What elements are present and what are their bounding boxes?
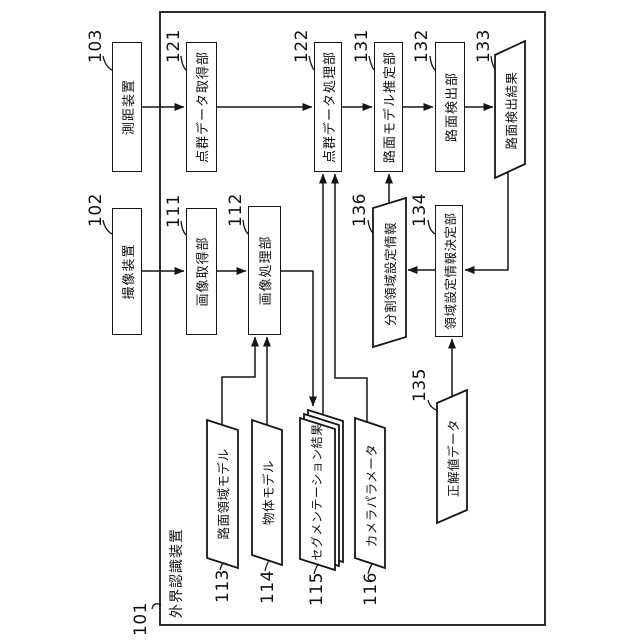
label-camera-parameter: カメラパラメータ bbox=[363, 443, 379, 548]
leader-lines bbox=[102, 55, 496, 610]
ref-114: 114 bbox=[258, 570, 278, 604]
ref-136: 136 bbox=[350, 193, 370, 227]
block-image-processing: 画像処理部 bbox=[248, 206, 281, 335]
ref-121: 121 bbox=[164, 29, 184, 63]
device-boundary-box bbox=[159, 11, 546, 626]
block-image-acquisition: 画像取得部 bbox=[186, 208, 217, 335]
block-label: 路面検出部 bbox=[444, 72, 460, 143]
arrow-116-to-122 bbox=[331, 173, 368, 422]
shape-segmentation-result-stack bbox=[299, 408, 344, 572]
block-road-detection: 路面検出部 bbox=[435, 42, 465, 172]
ref-102: 102 bbox=[86, 193, 106, 227]
arrow-113-to-112 bbox=[221, 336, 259, 425]
block-label: 画像処理部 bbox=[259, 235, 274, 306]
label-ground-truth-data: 正解値データ bbox=[445, 419, 461, 498]
block-label: 領域設定情報決定部 bbox=[442, 212, 458, 330]
block-ranging-device: 測距装置 bbox=[112, 42, 142, 172]
block-point-cloud-acquisition: 点群データ取得部 bbox=[186, 42, 217, 172]
label-object-model: 物体モデル bbox=[260, 460, 276, 526]
device-boundary-label: 外界認識装置 bbox=[169, 528, 185, 618]
block-label: 測距装置 bbox=[121, 79, 137, 136]
block-point-cloud-processing: 点群データ処理部 bbox=[314, 42, 342, 172]
shape-divided-area-setting-info bbox=[372, 196, 407, 349]
block-label: 撮像装置 bbox=[121, 243, 137, 300]
block-imaging-device: 撮像装置 bbox=[112, 208, 142, 335]
block-label: 点群データ取得部 bbox=[196, 51, 211, 164]
block-area-setting-info-decision: 領域設定情報決定部 bbox=[435, 205, 463, 337]
arrow-112-to-115 bbox=[281, 270, 317, 407]
label-divided-area-setting-info: 分割領域設定情報 bbox=[383, 222, 398, 327]
ref-111: 111 bbox=[164, 194, 184, 228]
block-road-model-estimation: 路面モデル推定部 bbox=[374, 42, 403, 172]
label-road-area-model: 路面領域モデル bbox=[216, 448, 231, 540]
block-label: 点群データ処理部 bbox=[322, 51, 338, 164]
label-road-detection-result: 路面検出結果 bbox=[503, 71, 519, 150]
label-segmentation-result: セグメンテーション結果 bbox=[310, 423, 324, 561]
ref-122: 122 bbox=[292, 29, 312, 63]
shape-road-area-model bbox=[206, 418, 239, 570]
shape-camera-parameter bbox=[354, 416, 386, 570]
ref-132: 132 bbox=[412, 29, 432, 63]
ref-115: 115 bbox=[307, 572, 327, 606]
ref-133: 133 bbox=[474, 29, 494, 63]
arrow-133-to-134 bbox=[464, 172, 509, 274]
shape-road-detection-result bbox=[494, 39, 526, 180]
block-label: 画像取得部 bbox=[196, 236, 211, 307]
ref-134: 134 bbox=[410, 193, 430, 227]
ref-131: 131 bbox=[352, 29, 372, 63]
ref-116: 116 bbox=[361, 572, 381, 606]
ref-103: 103 bbox=[86, 29, 106, 63]
ref-112: 112 bbox=[226, 193, 246, 227]
ref-113: 113 bbox=[213, 569, 233, 603]
ref-101: 101 bbox=[131, 602, 151, 636]
shape-object-model bbox=[251, 418, 283, 567]
block-label: 路面モデル推定部 bbox=[383, 51, 398, 164]
ref-135: 135 bbox=[410, 368, 430, 402]
shape-ground-truth-data bbox=[436, 388, 468, 525]
